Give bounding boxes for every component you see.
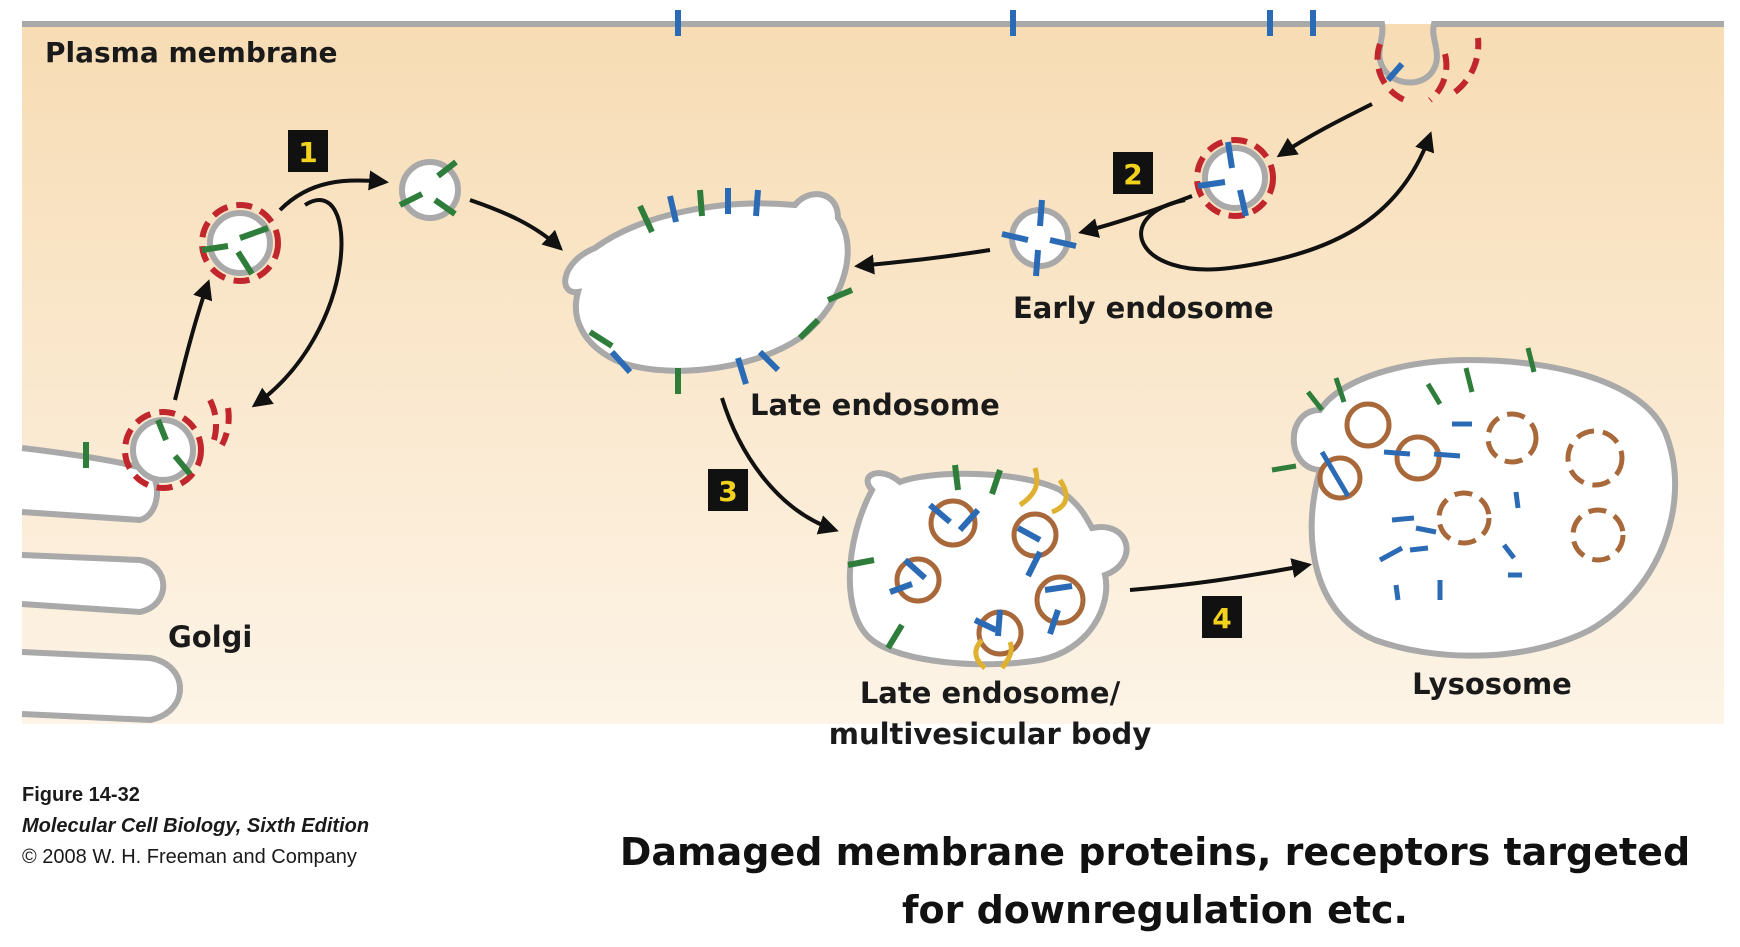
- lysosome-degrading-vesicles: [1436, 411, 1626, 563]
- arrow-coated-to-uncoated: [278, 170, 389, 212]
- plasma-membrane: [22, 21, 1724, 86]
- arrow-uncoated-to-late-endosome: [469, 198, 563, 251]
- golgi-stacks: [21, 445, 183, 724]
- label-lysosome: Lysosome: [1412, 667, 1572, 701]
- figure-number: Figure 14-32: [22, 784, 140, 806]
- svg-text:4: 4: [1212, 602, 1231, 635]
- svg-text:1: 1: [298, 136, 317, 169]
- uncoated-transport-vesicle: [398, 159, 461, 221]
- lysosome-receptor-fragments: [1271, 347, 1537, 601]
- label-plasma-membrane: Plasma membrane: [45, 36, 338, 69]
- label-golgi: Golgi: [168, 620, 252, 654]
- svg-text:2: 2: [1123, 158, 1142, 191]
- takeaway-line-1: Damaged membrane proteins, receptors tar…: [619, 830, 1691, 874]
- arrow-recycling-to-plasma-membrane: [1139, 131, 1435, 272]
- mvb-receptors: [847, 464, 1073, 650]
- takeaway-text: Damaged membrane proteins, receptors tar…: [600, 823, 1710, 939]
- arrow-mvb-to-lysosome: [1129, 558, 1312, 592]
- step-marker-3: 3: [708, 469, 748, 511]
- arrow-golgi-to-coated-vesicle: [173, 279, 213, 401]
- book-title: Molecular Cell Biology, Sixth Edition: [22, 815, 370, 837]
- copyright: © 2008 W. H. Freeman and Company: [22, 846, 357, 868]
- golgi-budding-vesicle: [122, 398, 232, 491]
- takeaway-line-2: for downregulation etc.: [902, 888, 1408, 932]
- svg-text:3: 3: [718, 475, 737, 508]
- label-early-endosome: Early endosome: [1013, 291, 1274, 325]
- lysosome-intact-vesicles: [1317, 401, 1442, 501]
- pit-clathrin-coat: [1374, 37, 1482, 105]
- label-mvb-line2: multivesicular body: [829, 717, 1152, 751]
- golgi-coated-vesicle: [199, 202, 281, 284]
- plasma-membrane-receptors: [675, 10, 1316, 36]
- step-marker-4: 4: [1202, 596, 1242, 638]
- label-mvb-line1: Late endosome/: [860, 676, 1121, 710]
- late-endosome-receptors: [588, 188, 854, 394]
- step-marker-1: 1: [288, 130, 328, 172]
- arrow-pit-to-coated-vesicle: [1276, 102, 1373, 158]
- arrow-early-to-late-endosome: [854, 248, 991, 275]
- pathway-arrows: [173, 102, 1435, 592]
- step-marker-2: 2: [1113, 152, 1153, 194]
- endocytic-coated-vesicle: [1194, 137, 1276, 219]
- arrow-recycling-to-golgi: [251, 198, 344, 408]
- mvb-budding-necks: [973, 467, 1069, 670]
- label-late-endosome: Late endosome: [750, 388, 1000, 422]
- pit-receptor: [1385, 62, 1405, 82]
- arrow-late-endosome-to-mvb: [720, 397, 839, 535]
- arrow-coated-to-early-endosome: [1078, 194, 1193, 238]
- early-endosome: [1001, 199, 1077, 277]
- figure-caption: Figure 14-32 Molecular Cell Biology, Six…: [22, 780, 369, 873]
